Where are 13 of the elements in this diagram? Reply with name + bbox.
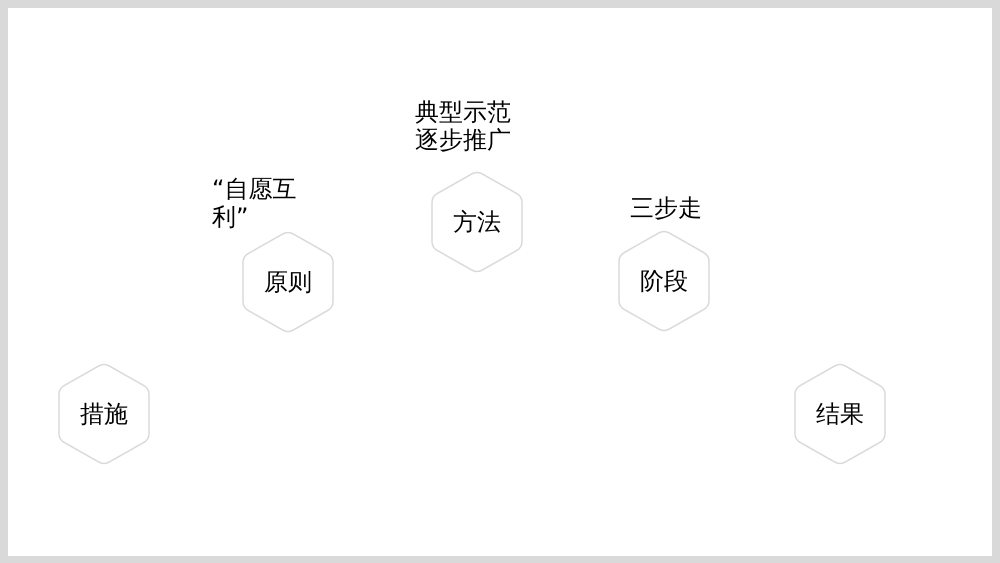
hexagon-node <box>242 230 334 334</box>
node-label: 措施 <box>80 400 128 428</box>
hexagon-node <box>58 362 150 466</box>
hexagon-node <box>618 229 710 333</box>
node-label: 阶段 <box>640 267 688 295</box>
node-label: 方法 <box>453 208 501 236</box>
node-label: 结果 <box>816 400 864 428</box>
caption-text: “自愿互利” <box>212 175 298 231</box>
hexagon-node <box>794 362 886 466</box>
node-label: 原则 <box>264 268 312 296</box>
hexagon-node <box>431 170 523 274</box>
caption-text: 典型示范逐步推广 <box>415 98 512 154</box>
caption-text: 三步走 <box>630 194 702 222</box>
